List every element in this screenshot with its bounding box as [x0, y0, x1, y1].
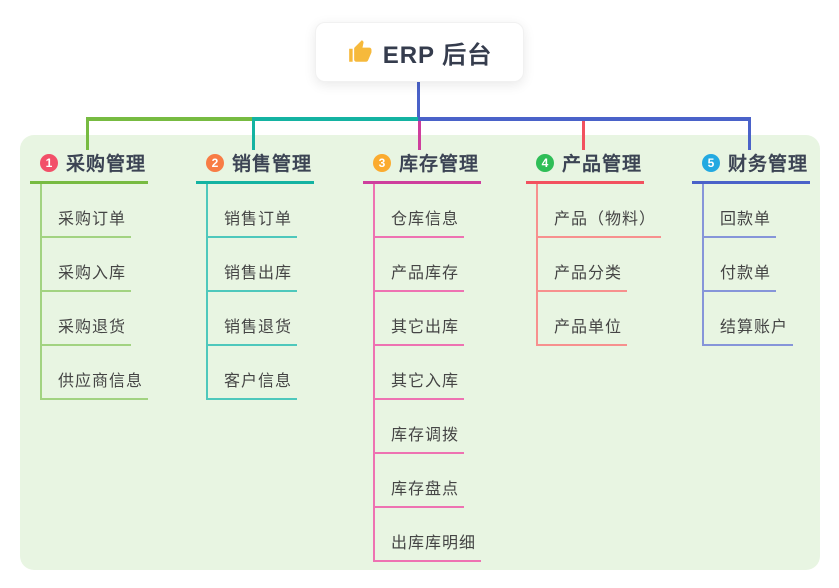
branch-column-sales: 2 销售管理 销售订单 销售出库 销售退货 客户信息: [196, 149, 315, 400]
branches-panel: [20, 135, 820, 570]
branch-children: 采购订单 采购入库 采购退货 供应商信息: [40, 184, 149, 400]
node-item[interactable]: 销售订单: [208, 184, 298, 238]
branch-header-inventory[interactable]: 3 库存管理: [363, 149, 482, 184]
node-item[interactable]: 库存调拨: [375, 400, 465, 454]
connector-drop-finance: [748, 117, 751, 150]
root-label: ERP 后台: [382, 41, 493, 69]
branch-column-finance: 5 财务管理 回款单 付款单 结算账户: [692, 149, 811, 346]
branch-children: 仓库信息 产品库存 其它出库 其它入库 库存调拨 库存盘点 出库库明细: [373, 184, 482, 562]
branch-children: 销售订单 销售出库 销售退货 客户信息: [206, 184, 298, 400]
node-item[interactable]: 仓库信息: [375, 184, 465, 238]
root-node[interactable]: ERP 后台: [315, 22, 524, 82]
node-item[interactable]: 付款单: [704, 238, 777, 292]
connector-bus-sales: [252, 117, 420, 121]
branch-header-purchase[interactable]: 1 采购管理: [30, 149, 149, 184]
node-item[interactable]: 出库库明细: [375, 508, 482, 562]
node-item[interactable]: 其它入库: [375, 346, 465, 400]
branch-header-finance[interactable]: 5 财务管理: [692, 149, 811, 184]
branch-label: 财务管理: [728, 154, 809, 175]
branch-badge: 3: [373, 153, 391, 172]
node-item[interactable]: 产品单位: [538, 292, 628, 346]
node-item[interactable]: 采购退货: [42, 292, 132, 346]
node-item[interactable]: 采购订单: [42, 184, 132, 238]
branch-badge: 2: [206, 153, 224, 172]
node-item[interactable]: 供应商信息: [42, 346, 149, 400]
branch-children: 产品（物料） 产品分类 产品单位: [536, 184, 662, 346]
branch-children: 回款单 付款单 结算账户: [702, 184, 794, 346]
branch-column-inventory: 3 库存管理 仓库信息 产品库存 其它出库 其它入库 库存调拨 库存盘点 出库库…: [363, 149, 482, 562]
branch-label: 产品管理: [562, 154, 643, 175]
branch-badge: 4: [536, 153, 554, 172]
node-item[interactable]: 产品库存: [375, 238, 465, 292]
branch-header-product[interactable]: 4 产品管理: [526, 149, 645, 184]
node-item[interactable]: 产品分类: [538, 238, 628, 292]
branch-label: 库存管理: [399, 154, 480, 175]
node-item[interactable]: 结算账户: [704, 292, 794, 346]
branch-label: 采购管理: [66, 154, 147, 175]
connector-drop-inventory: [418, 121, 421, 150]
node-item[interactable]: 客户信息: [208, 346, 298, 400]
branch-label: 销售管理: [232, 154, 313, 175]
node-item[interactable]: 库存盘点: [375, 454, 465, 508]
node-item[interactable]: 其它出库: [375, 292, 465, 346]
connector-bus-finance: [418, 117, 751, 121]
connector-drop-purchase: [86, 117, 89, 150]
node-item[interactable]: 产品（物料）: [538, 184, 662, 238]
branch-header-sales[interactable]: 2 销售管理: [196, 149, 315, 184]
branch-column-purchase: 1 采购管理 采购订单 采购入库 采购退货 供应商信息: [30, 149, 149, 400]
node-item[interactable]: 销售出库: [208, 238, 298, 292]
branch-badge: 1: [40, 153, 58, 172]
connector-drop-product: [582, 121, 585, 150]
node-item[interactable]: 采购入库: [42, 238, 132, 292]
connector-root-vertical: [417, 82, 420, 119]
branch-badge: 5: [702, 153, 720, 172]
connector-bus-purchase: [86, 117, 254, 121]
branch-column-product: 4 产品管理 产品（物料） 产品分类 产品单位: [526, 149, 662, 346]
node-item[interactable]: 回款单: [704, 184, 777, 238]
connector-drop-sales: [252, 117, 255, 150]
thumbs-up-icon: [348, 40, 372, 62]
node-item[interactable]: 销售退货: [208, 292, 298, 346]
